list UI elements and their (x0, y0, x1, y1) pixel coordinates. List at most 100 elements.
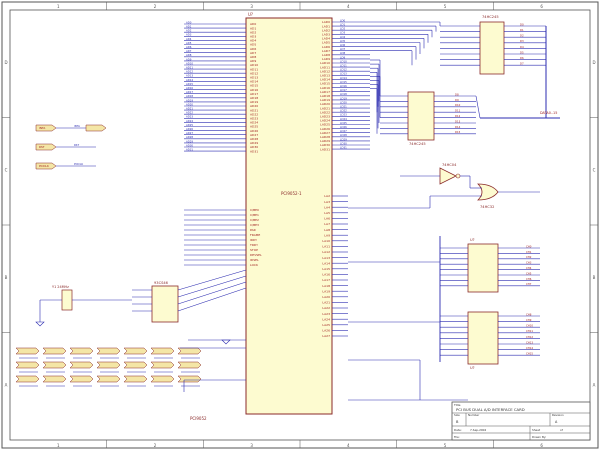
net-label-left: AD14 (186, 78, 193, 82)
size-label: Size (454, 413, 460, 417)
zone-col-bottom-2: 2 (154, 443, 157, 448)
net-label-right: LD1 (340, 23, 345, 27)
net-label-left: AD12 (186, 70, 193, 74)
net-label-left: AD30 (186, 143, 193, 147)
strip-port (15, 361, 40, 369)
net-label-right: LD26 (340, 125, 347, 129)
zone-row-left-C: C (5, 167, 8, 172)
latch1-out-label: D4 (520, 45, 524, 49)
ac-upper-out-label: CH3 (526, 261, 532, 265)
file-label: File: (454, 435, 460, 439)
pin-label-right-LA25: LA25 (322, 323, 330, 327)
pin-label-right-LA12: LA12 (322, 250, 330, 254)
pin-label-left-IDSEL: IDSEL (250, 258, 259, 262)
pin-label-left-FRAME: FRAME (250, 233, 260, 237)
net-label-left: AD0 (186, 20, 192, 24)
eeprom-out (177, 281, 247, 305)
pin-label-right-LA5: LA5 (324, 211, 330, 215)
number-label: Number (468, 413, 480, 417)
wires (35, 21, 560, 401)
pin-label-right-LA13: LA13 (322, 256, 330, 260)
pin-label-right-LAD8: LAD8 (322, 53, 330, 57)
latch2-out-label: D12 (455, 114, 461, 118)
pin-label-left-AD18: AD18 (250, 96, 258, 100)
pin-label-right-LAD29: LAD29 (320, 139, 330, 143)
zone-col-bottom-5: 5 (444, 443, 447, 448)
pin-label-left-AD15: AD15 (250, 84, 258, 88)
pin-label-right-LA10: LA10 (322, 239, 330, 243)
zone-col-top-4: 4 (347, 4, 350, 9)
pin-label-left-AD30: AD30 (250, 145, 258, 149)
strip-port (177, 375, 202, 383)
pin-label-right-LAD22: LAD22 (320, 110, 330, 114)
net-label-right: LD10 (340, 59, 347, 63)
main-chip-body[interactable] (245, 17, 333, 415)
pin-label-left-AD13: AD13 (250, 76, 258, 80)
gnd-symbol (35, 321, 45, 327)
ac-chip-lower[interactable] (467, 311, 499, 365)
net-label-left: AD25 (186, 123, 193, 127)
net-label-right: LD25 (340, 121, 347, 125)
latch1-out-label: D0 (520, 22, 524, 26)
latch2-out-label: D14 (455, 125, 461, 129)
pin-label-left-AD23: AD23 (250, 117, 258, 121)
port-label: RST (39, 145, 45, 149)
zone-row-left-B: B (5, 275, 8, 280)
net-label-left: AD16 (186, 86, 193, 90)
pin-label-left-AD27: AD27 (250, 133, 258, 137)
pin-label-right-LAD18: LAD18 (320, 94, 330, 98)
strip-port (150, 375, 175, 383)
pin-label-right-LAD6: LAD6 (322, 45, 330, 49)
latch2-out-label: D13 (455, 119, 461, 123)
ac-chip-lower-ref: U? (470, 366, 475, 370)
pin-label-right-LAD2: LAD2 (322, 28, 330, 32)
latch-chip-2[interactable] (407, 91, 435, 141)
eeprom-chip[interactable] (151, 285, 179, 323)
latch2-out-label: D9 (455, 98, 459, 102)
pin-label-left-C/BE0: C/BE0 (250, 208, 259, 212)
latch-chip-1-label: 74HC245 (482, 15, 499, 19)
title-text: PCI BUS DUAL A/D INTERFACE CARD (456, 407, 525, 412)
net-label-right: LD3 (340, 31, 345, 35)
sheet-value: of (560, 428, 564, 432)
not-gate-label: 74HC04 (442, 163, 457, 167)
latch2-out-label: D8 (455, 92, 459, 96)
port-inta-2 (85, 124, 107, 132)
pin-label-right-LA7: LA7 (324, 222, 330, 226)
pin-label-left-AD29: AD29 (250, 141, 258, 145)
pin-label-left-AD4: AD4 (250, 39, 256, 43)
zone-col-top-2: 2 (154, 4, 157, 9)
pin-label-left-AD7: AD7 (250, 51, 256, 55)
date-value: 7-Sep-2004 (470, 428, 486, 432)
pin-label-left-AD16: AD16 (250, 88, 258, 92)
pin-label-right-LA20: LA20 (322, 295, 330, 299)
main-chip-ref: U? (248, 12, 253, 17)
net-label-left: AD13 (186, 74, 193, 78)
bus-wire (475, 95, 481, 119)
pin-label-left-AD9: AD9 (250, 59, 256, 63)
net-label-right: LD5 (340, 39, 345, 43)
ac-chip-upper[interactable] (467, 243, 499, 293)
net-label-left: AD6 (186, 45, 192, 49)
or-gate[interactable] (477, 183, 499, 201)
latch1-out-label: D1 (520, 28, 524, 32)
pin-label-right-LAD20: LAD20 (320, 102, 330, 106)
zone-row-left-A: A (5, 382, 8, 387)
net-label-left: AD7 (186, 49, 192, 53)
net-label-left: AD18 (186, 94, 193, 98)
crystal[interactable] (61, 289, 73, 311)
revision-label: Revision (552, 413, 564, 417)
eeprom-out (177, 275, 247, 298)
eeprom-out (177, 269, 247, 291)
latch-chip-1[interactable] (479, 21, 505, 75)
pin-label-left-DEVSEL: DEVSEL (250, 253, 262, 257)
zone-col-bottom-4: 4 (347, 443, 350, 448)
pin-label-left-AD25: AD25 (250, 125, 258, 129)
ac-lower-out-label: CH9 (526, 318, 532, 322)
